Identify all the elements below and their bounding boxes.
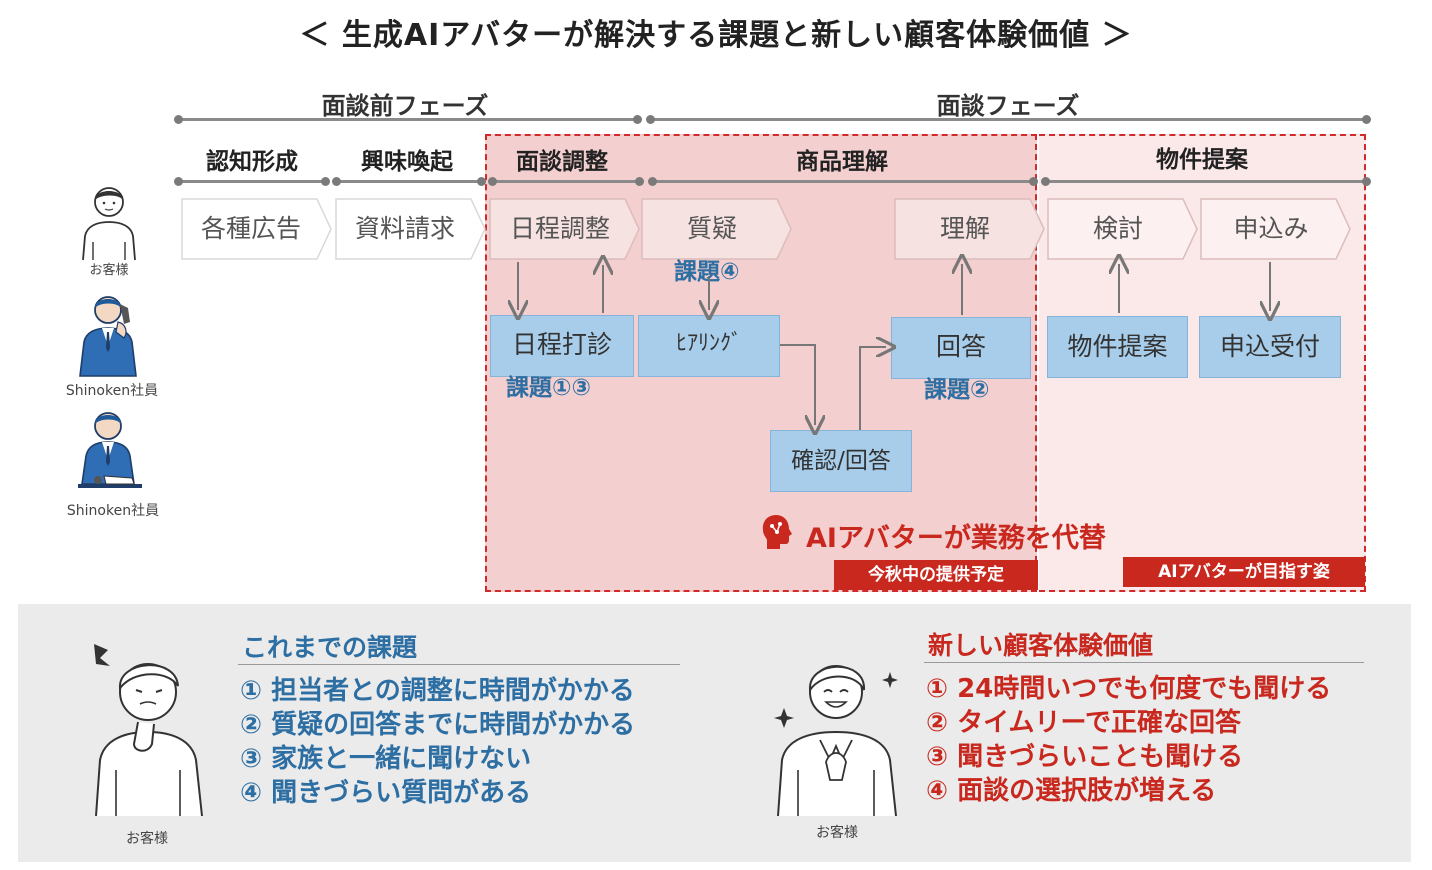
staff-step-confirm-answer: 確認/回答 (770, 430, 912, 492)
stage-label-property: 物件提案 (1156, 147, 1248, 173)
stage-line (336, 180, 482, 183)
new-value-list: ① 24時間いつでも何度でも聞ける ② タイムリーで正確な回答 ③ 聞きづらいこ… (926, 672, 1331, 808)
staff-step-answer: 回答 (891, 317, 1031, 379)
current-issue-item: ④ 聞きづらい質問がある (240, 778, 532, 808)
stage-label-interest: 興味喚起 (361, 149, 453, 175)
stage-line-dot (1362, 177, 1371, 186)
customer-step-label: 日程調整 (509, 214, 610, 243)
stage-line-dot (1041, 177, 1050, 186)
phase-label-meeting: 面談フェーズ (936, 92, 1080, 120)
stage-line-dot (321, 177, 330, 186)
customer-step-understand: 理解 (894, 198, 1046, 260)
phase-line-dot (1362, 115, 1371, 124)
phase-line-pre (178, 118, 638, 121)
customer-step-label: 検討 (1092, 214, 1143, 243)
bottom-right-caption: お客様 (816, 825, 858, 841)
stage-line-dot (477, 177, 486, 186)
customer-step-consider: 検討 (1047, 198, 1199, 260)
phase-line-dot (633, 115, 642, 124)
issue-tag-2: 課題② (924, 377, 990, 403)
new-value-underline (924, 662, 1364, 663)
phase-line-dot (646, 115, 655, 124)
stage-line-dot (1029, 177, 1038, 186)
customer-step-label: 質疑 (686, 214, 737, 243)
stage-line-dot (174, 177, 183, 186)
staff-step-schedule-check: 日程打診 (490, 315, 634, 377)
worried-customer-icon (86, 640, 216, 820)
customer-step-schedule: 日程調整 (489, 198, 641, 260)
phase-line-meeting (650, 118, 1366, 121)
actor-caption-staff1: Shinoken社員 (65, 383, 159, 399)
new-value-title: 新しい顧客体験価値 (928, 631, 1154, 660)
stage-label-product: 商品理解 (796, 149, 888, 175)
issue-tag-4: 課題④ (674, 259, 740, 285)
current-issues-title: これまでの課題 (242, 633, 418, 662)
customer-step-ads: 各種広告 (181, 198, 333, 260)
stage-line-dot (332, 177, 341, 186)
stage-line-dot (635, 177, 644, 186)
current-issues-list: ① 担当者との調整に時間がかかる ② 質疑の回答までに時間がかかる ③ 家族と一… (240, 674, 635, 810)
stage-label-scheduling: 面談調整 (516, 149, 608, 175)
stage-line (492, 180, 640, 183)
actor-caption-customer: お客様 (89, 263, 129, 278)
staff-phone-person-icon (74, 292, 146, 378)
phase-label-pre-meeting: 面談前フェーズ (321, 92, 489, 120)
ai-head-icon (760, 513, 794, 551)
customer-step-label: 理解 (939, 214, 990, 243)
current-issue-item: ① 担当者との調整に時間がかかる (240, 676, 635, 706)
new-value-item: ④ 面談の選択肢が増える (926, 776, 1217, 806)
staff-step-application-receipt: 申込受付 (1199, 316, 1341, 378)
current-issue-item: ③ 家族と一緒に聞けない (240, 744, 532, 774)
ai-replace-label: AIアバターが業務を代替 (806, 523, 1106, 554)
customer-step-label: 資料請求 (354, 214, 455, 243)
current-issue-item: ② 質疑の回答までに時間がかかる (240, 710, 636, 740)
customer-step-label: 各種広告 (200, 214, 301, 243)
bottom-panel (18, 604, 1411, 862)
current-issues-underline (238, 664, 680, 665)
stage-label-awareness: 認知形成 (206, 149, 298, 175)
customer-person-icon (77, 180, 141, 262)
stage-line (652, 180, 1034, 183)
actor-caption-staff2: Shinoken社員 (66, 503, 160, 519)
staff-step-property-proposal: 物件提案 (1047, 316, 1188, 378)
stage-line-dot (488, 177, 497, 186)
tag-autumn-release: 今秋中の提供予定 (834, 560, 1038, 590)
tag-ai-goal: AIアバターが目指す姿 (1123, 557, 1365, 587)
customer-step-qa: 質疑 (641, 198, 793, 260)
stage-line-dot (648, 177, 657, 186)
staff-desk-person-icon (74, 408, 146, 498)
page-title: ＜ 生成AIアバターが解決する課題と新しい顧客体験価値 ＞ (299, 18, 1133, 53)
customer-step-apply: 申込み (1200, 198, 1352, 260)
staff-step-hearing: ﾋｱﾘﾝｸﾞ (638, 315, 780, 377)
customer-step-request: 資料請求 (335, 198, 487, 260)
bottom-left-caption: お客様 (126, 831, 168, 847)
happy-customer-icon (772, 650, 904, 820)
issue-tag-1-3: 課題①③ (506, 375, 591, 401)
new-value-item: ③ 聞きづらいことも聞ける (926, 742, 1244, 772)
stage-line (1045, 180, 1366, 183)
new-value-item: ② タイムリーで正確な回答 (926, 708, 1241, 738)
stage-line (178, 180, 326, 183)
new-value-item: ① 24時間いつでも何度でも聞ける (926, 674, 1332, 704)
phase-line-dot (174, 115, 183, 124)
customer-step-label: 申込み (1233, 214, 1309, 243)
